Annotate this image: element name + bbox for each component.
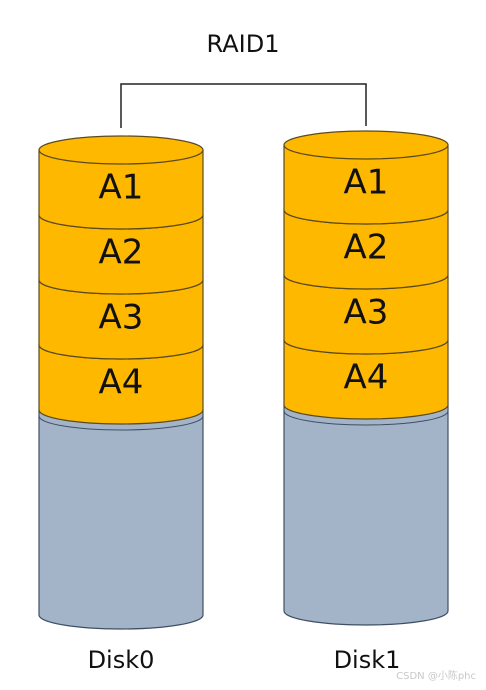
disk1-data-boundary [283,410,449,426]
disk1-block-label: A3 [344,293,389,333]
disk0-block-label: A4 [99,363,144,403]
disk1-cylinder: A4 A3 A2 A1 [283,130,449,626]
disk1-block-a3-body [283,274,449,355]
disk1-label: Disk1 [333,646,401,674]
disk0-block-a1-body [38,149,204,230]
disk0-block-label: A3 [99,298,144,338]
mirror-connector-line [120,83,367,128]
disk0-data-boundary [38,415,204,431]
disk0-label: Disk0 [87,646,155,674]
disk0-block-label: A1 [99,168,144,208]
disk0-block-label: A2 [99,233,144,273]
diagram-title: RAID1 [206,30,280,58]
disk0-block-a1-top [38,135,204,165]
disk1-empty-space [283,404,449,626]
disk1-block-label: A4 [344,358,389,398]
disk1-block-a4-body [283,339,449,420]
disk0-block-a3-body [38,279,204,360]
disk0-block-a4-body [38,344,204,425]
disk1-block-a1-top [283,130,449,160]
disk0-cylinder: A4 A3 A2 A1 [38,135,204,630]
disk1-block-a1-body [283,144,449,225]
disk1-block-a2-body [283,209,449,290]
disk1-block-label: A1 [344,163,389,203]
disk0-block-a2-body [38,214,204,295]
disk1-block-label: A2 [344,228,389,268]
disk0-empty-space [38,409,204,630]
watermark-text: CSDN @小陈phc [396,671,476,682]
